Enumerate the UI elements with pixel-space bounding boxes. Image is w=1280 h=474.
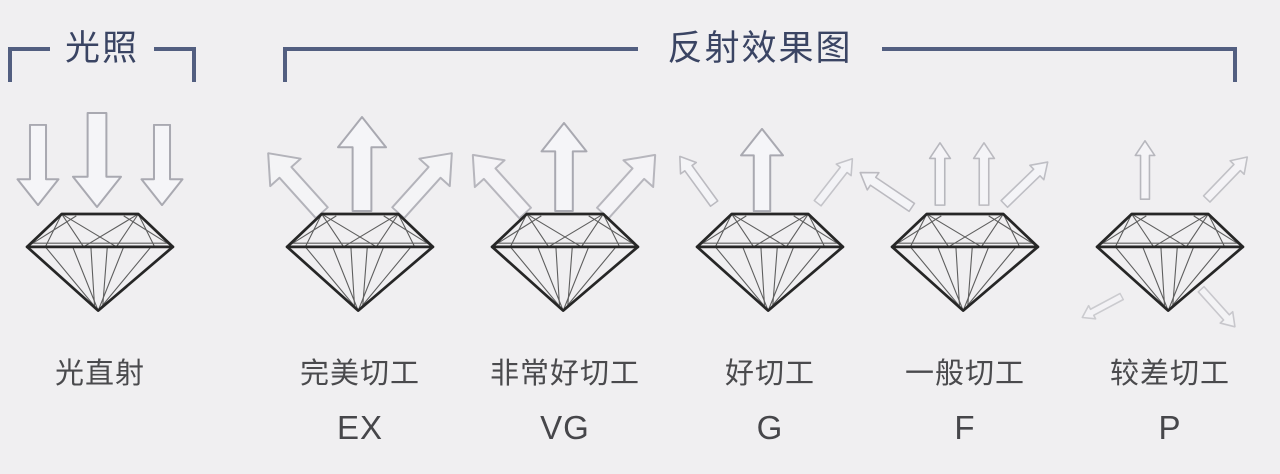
column-label: 一般切工: [904, 356, 1025, 390]
column-label: 非常好切工: [489, 356, 640, 390]
down-arrow-icon: [139, 124, 185, 206]
up-arrow-icon: [928, 142, 952, 206]
diamond-sketch: [1088, 204, 1252, 317]
diamond-sketch: [483, 204, 647, 317]
up-right-arrow-icon: [1198, 148, 1257, 208]
lighting-title: 光照: [64, 29, 139, 69]
column-label: 完美切工: [299, 356, 420, 390]
up-left-arrow-icon: [670, 149, 725, 212]
bracket-right-icon: [154, 47, 196, 82]
up-arrow-icon: [1133, 140, 1157, 200]
column-poor-cut-p: 较差切工 P: [1065, 0, 1275, 474]
lighting-header: 光照: [8, 28, 196, 92]
column-grade: VG: [540, 409, 590, 446]
column-fair-cut-f: 一般切工 F: [860, 0, 1070, 474]
reflection-title: 反射效果图: [667, 29, 853, 69]
up-arrow-icon: [538, 122, 590, 212]
up-arrow-icon: [738, 128, 786, 212]
column-grade: G: [756, 409, 784, 446]
diamond-sketch: [883, 204, 1047, 317]
diamond-sketch: [18, 204, 182, 317]
column-good-cut-g: 好切工 G: [665, 0, 875, 474]
down-arrow-icon: [15, 124, 61, 206]
column-perfect-cut-ex: 完美切工 EX: [255, 0, 465, 474]
reflection-header: 反射效果图: [283, 28, 1237, 92]
column-label: 好切工: [724, 356, 815, 390]
column-very-good-cut-vg: 非常好切工 VG: [460, 0, 670, 474]
down-arrow-icon: [69, 112, 125, 208]
bracket-left-icon: [8, 47, 50, 82]
column-label: 较差切工: [1109, 356, 1230, 390]
diamond-sketch: [278, 204, 442, 317]
bracket-left-icon: [283, 47, 638, 82]
column-direct-light: 光直射: [0, 0, 205, 474]
column-grade: P: [1158, 409, 1182, 446]
column-grade: F: [954, 409, 976, 446]
column-grade: EX: [336, 409, 384, 446]
column-label: 光直射: [54, 356, 145, 390]
up-arrow-icon: [972, 142, 996, 206]
bracket-right-icon: [882, 47, 1237, 82]
diamond-sketch: [688, 204, 852, 317]
